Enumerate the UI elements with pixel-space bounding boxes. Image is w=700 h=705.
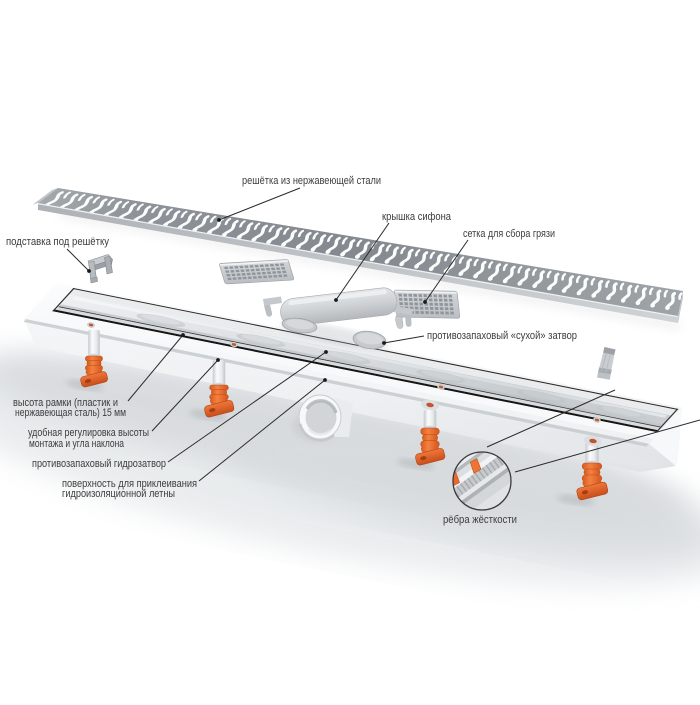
svg-text:нержавеющая сталь) 15 мм: нержавеющая сталь) 15 мм — [15, 407, 126, 419]
svg-text:гидроизоляционной летны: гидроизоляционной летны — [62, 488, 175, 500]
svg-text:крышка сифона: крышка сифона — [382, 211, 451, 223]
svg-text:подставка под решётку: подставка под решётку — [6, 236, 110, 248]
svg-text:удобная регулировка высоты: удобная регулировка высоты — [28, 427, 149, 439]
svg-text:сетка для сбора грязи: сетка для сбора грязи — [463, 228, 555, 240]
svg-text:решётка из нержавеющей стали: решётка из нержавеющей стали — [242, 175, 381, 187]
svg-text:поверхность для приклеивания: поверхность для приклеивания — [62, 478, 197, 490]
svg-text:рёбра жёсткости: рёбра жёсткости — [443, 514, 517, 526]
svg-text:монтажа и угла наклона: монтажа и угла наклона — [29, 438, 124, 450]
svg-text:противозапаховый гидрозатвор: противозапаховый гидрозатвор — [32, 458, 166, 470]
svg-text:высота рамки (пластик и: высота рамки (пластик и — [13, 397, 118, 409]
svg-text:противозапаховый «сухой» затво: противозапаховый «сухой» затвор — [427, 330, 577, 342]
